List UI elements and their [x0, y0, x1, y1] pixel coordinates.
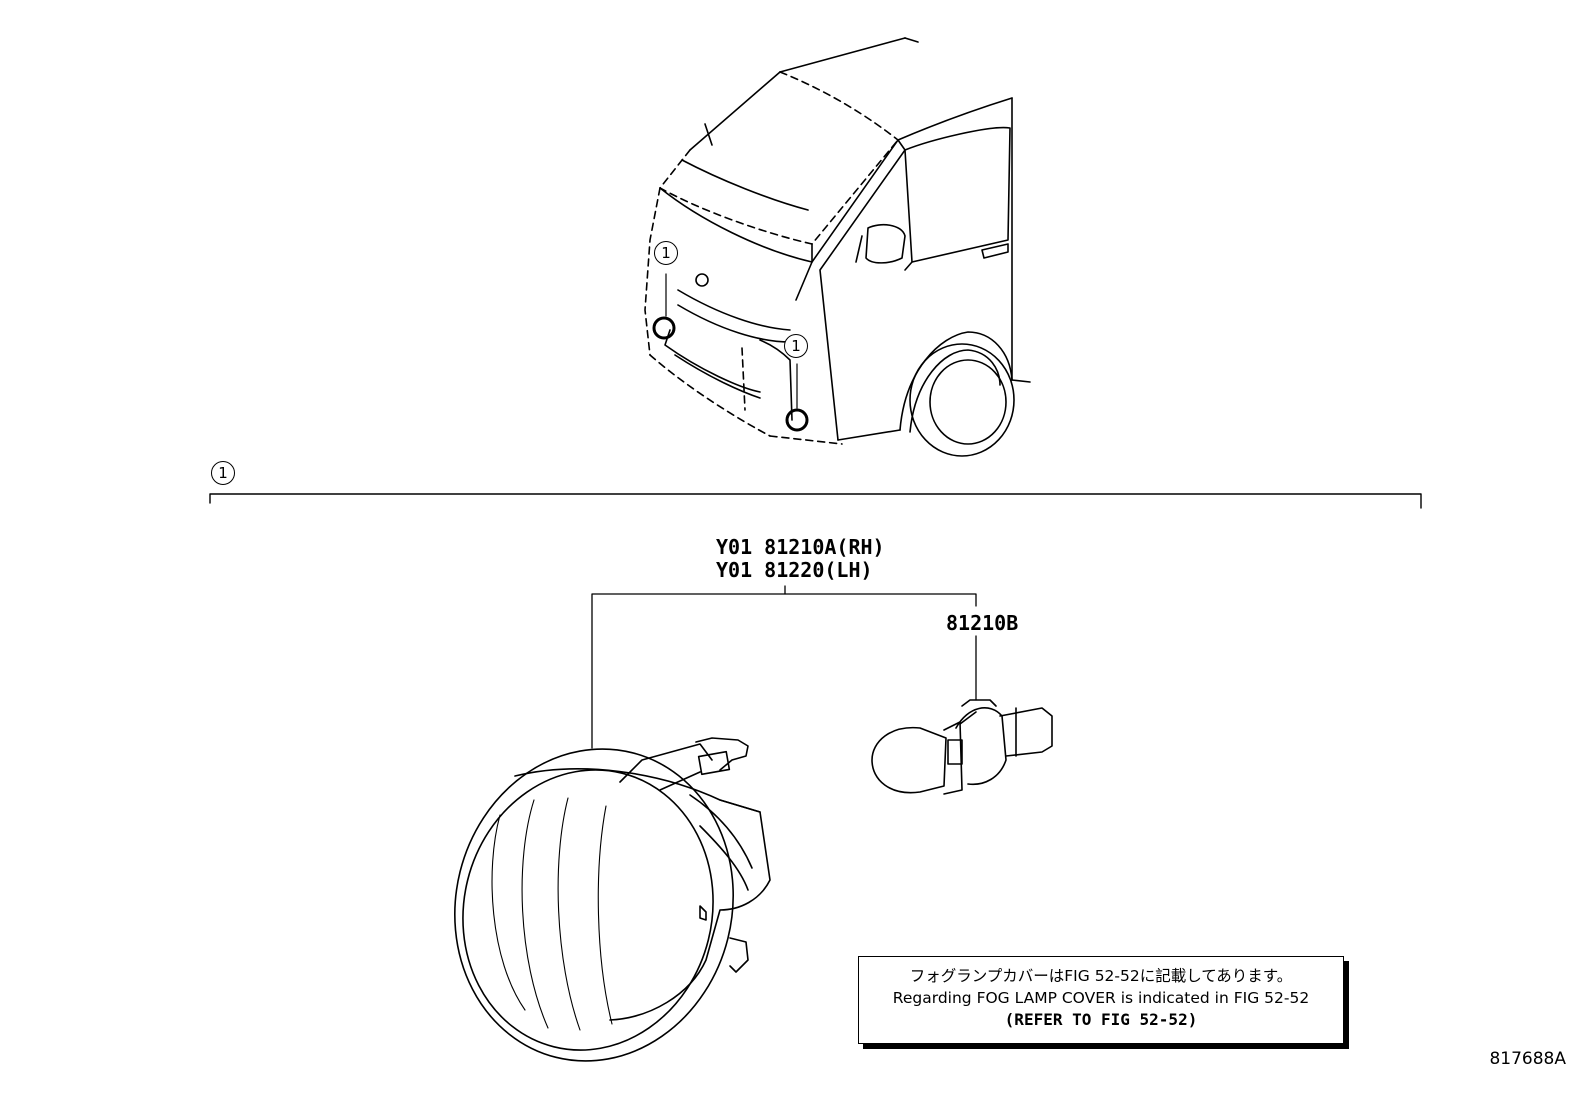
group-bracket	[209, 493, 1422, 509]
fog-lamp-bulb	[871, 699, 1053, 795]
fog-lamp-assembly	[454, 737, 771, 1062]
callout-front-right: 1	[784, 334, 808, 358]
leader-lines	[591, 585, 977, 749]
callout-front-left: 1	[654, 241, 678, 265]
note-refer: (REFER TO FIG 52-52)	[1004, 1010, 1198, 1029]
note-english: Regarding FOG LAMP COVER is indicated in…	[892, 989, 1310, 1007]
callout-group: 1	[211, 461, 235, 485]
part-number-fog-lamp-rh: Y01 81210A(RH)	[716, 535, 885, 559]
van-illustration	[644, 37, 1031, 457]
part-number-fog-lamp-lh: Y01 81220(LH)	[716, 558, 873, 582]
note-japanese: フォグランプカバーはFIG 52-52に記載してあります。	[909, 967, 1293, 985]
figure-id: 817688A	[1489, 1049, 1566, 1069]
part-number-bulb: 81210B	[946, 611, 1019, 635]
note-box: フォグランプカバーはFIG 52-52に記載してあります。 Regarding …	[858, 956, 1344, 1044]
